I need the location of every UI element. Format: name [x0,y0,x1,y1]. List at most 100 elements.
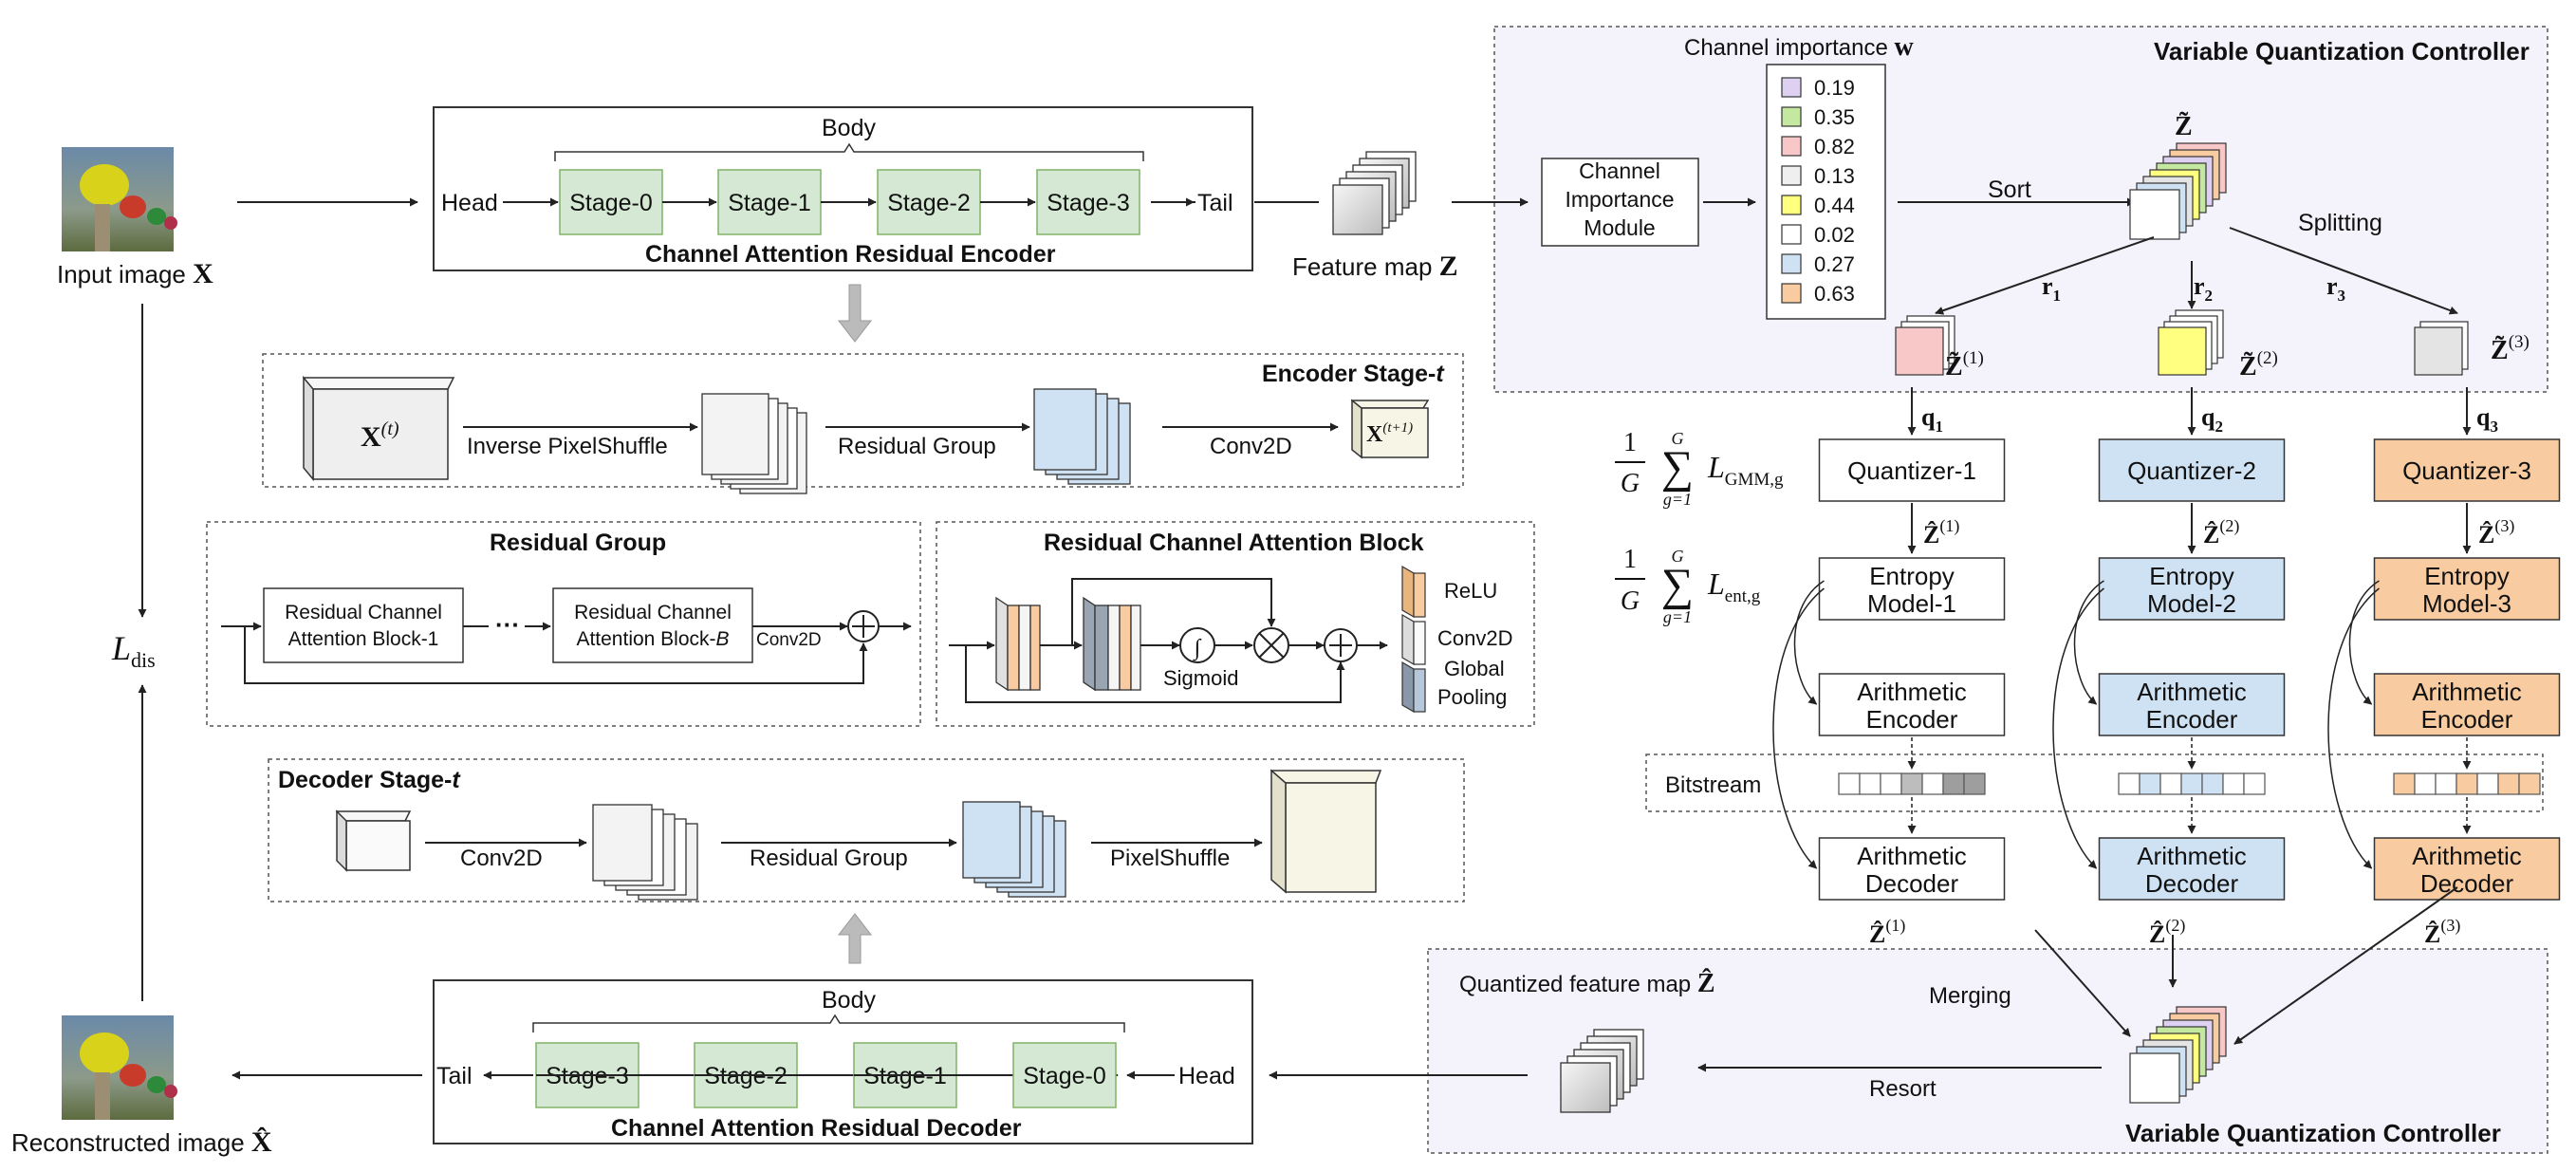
svg-text:Lent,g: Lent,g [1707,567,1761,606]
dec-stage-slice [592,804,653,882]
arith-decoder-line2: Decoder [2145,869,2239,898]
reconstructed-image [62,1015,177,1120]
rcab-feature-1 [995,596,1041,692]
importance-weights-panel [1766,64,1886,320]
encoder-title: Channel Attention Residual Encoder [645,241,1056,268]
weight-value: 0.27 [1814,252,1855,276]
arrow-split-3 [2229,227,2458,315]
decoder-stage-stack-gray [592,804,698,901]
quantizer-label: Quantizer-2 [2127,456,2256,485]
split-group-label: Z̃(3) [2491,332,2530,365]
importance-weights-list: 0.190.350.820.130.440.020.270.63 [1781,76,1855,306]
multiply-glyph [1258,632,1285,659]
weight-value: 0.02 [1814,223,1855,247]
stage-label: Stage-2 [887,190,971,216]
sort-label: Sort [1988,177,2031,203]
feature-map-stack [1332,151,1417,235]
quantized-map-label: Quantized feature map Ẑ [1459,969,1715,998]
quant-step-label: q2 [2201,403,2223,436]
bitstream-cell [2201,772,2224,795]
quantization-branches: q1Quantizer-1Ẑ(1)EntropyModel-1Arithmeti… [1772,387,2561,948]
bitstream-label: Bitstream [1665,772,1761,798]
encoder-body-label: Body [822,115,876,141]
bitstream-cell [1921,772,1944,795]
encoder-stage-input-label: X(t) [361,419,399,453]
split-group-label: Z̃(2) [2239,348,2278,381]
bitstream-cell [2159,772,2182,795]
quantized-feature-stack [1560,1029,1644,1113]
encoder-stage-output-cube [1350,399,1430,459]
arith-decoder-line1: Arithmetic [1857,842,1967,870]
quantizer-box [2098,438,2286,502]
arith-decoder-box [2098,837,2286,901]
cim-line1: Channel [1579,158,1660,183]
entropy-model-line2: Model-1 [1867,589,1956,618]
dec-stage-op2: Residual Group [750,846,908,871]
decoder-tail: Tail [436,1063,473,1089]
branch-1: q1Quantizer-1Ẑ(1)EntropyModel-1Arithmeti… [1772,387,2006,948]
bitstream-cell [2497,772,2520,795]
legend-relu: ReLU [1444,579,1497,603]
arith-encoder-line2: Encoder [2146,705,2238,734]
channel-importance-module [1541,158,1699,247]
stage-box [1036,169,1140,235]
decoder-stage-panel [268,758,1465,902]
quantizer-label: Quantizer-1 [1847,456,1976,485]
rcab-block-b [552,587,753,663]
dec-stage-op3: PixelShuffle [1110,846,1230,871]
svg-text:1: 1 [1623,545,1637,574]
reconstructed-image-label: Reconstructed image X̂ [11,1126,272,1158]
bitstream-cell [2243,772,2266,795]
encoder-stage-stack-gray [701,393,807,494]
entropy-model-box [2098,557,2286,621]
weight-swatch [1781,195,1802,215]
up-gray-arrow-icon [837,913,873,964]
rcab-attention-skip [1071,578,1276,645]
channel-importance-label: Channel importance w [1684,32,1914,62]
rcab-feature-2 [1083,596,1141,692]
entropy-model-line1: Entropy [2149,562,2234,590]
rcab-block-b-line2: Attention Block-B [576,628,729,650]
encoder-tail: Tail [1197,190,1233,216]
encoder-stage-input-cube [302,375,455,482]
split-groups: Z̃(1)r1Z̃(2)r2Z̃(3)r3 [1895,272,2530,381]
svg-text:G: G [1621,586,1640,616]
arith-decoder-box [1818,837,2006,901]
gmm-loss-formula: 1 G G ∑ g=1 LGMM,g [1615,428,1784,509]
decoder-stage-input-cube [335,809,412,872]
bitstream-cell [1963,772,1986,795]
arith-encoder-box [2373,673,2561,736]
stage-label: Stage-0 [1023,1063,1106,1089]
bitstream-cell [2435,772,2457,795]
zhat-label: Ẑ(3) [2478,516,2514,549]
svg-text:G: G [1672,547,1684,566]
decoder-body-label: Body [822,987,876,1014]
arith-decoder-line2: Decoder [1865,869,1959,898]
entropy-loss-formula: 1 G G ∑ g=1 Lent,g [1615,545,1761,626]
enc-stage-op2: Residual Group [838,434,996,459]
vqc-top-title: Variable Quantization Controller [2154,37,2530,65]
weight-value: 0.63 [1814,282,1855,306]
sigmoid-label: Sigmoid [1163,666,1238,690]
entropy-model-line1: Entropy [1869,562,1955,590]
legend-pool-line1: Global [1444,657,1505,680]
input-image-label: Input image X [57,258,213,289]
weight-value: 0.35 [1814,105,1855,129]
svg-text:∑: ∑ [1661,560,1694,610]
dec-stage-op1: Conv2D [460,846,543,871]
down-gray-arrow-icon [837,284,873,343]
quantizer-label: Quantizer-3 [2402,456,2531,485]
arrow-split-1 [1935,236,2155,315]
entropy-model-line2: Model-3 [2422,589,2511,618]
curve-to-decoder [2052,587,2104,869]
weight-value: 0.44 [1814,194,1855,217]
input-image [62,147,177,251]
stage-box [877,169,981,235]
arith-decoder-line1: Arithmetic [2412,842,2522,870]
svg-text:∑: ∑ [1661,442,1694,493]
weight-value: 0.19 [1814,76,1855,100]
zhat-label: Ẑ(1) [1923,516,1959,549]
bitstream-cell [2222,772,2245,795]
feature-map-label: Feature map Z [1292,251,1458,282]
rcab-block-1-line2: Attention Block-1 [288,628,439,650]
